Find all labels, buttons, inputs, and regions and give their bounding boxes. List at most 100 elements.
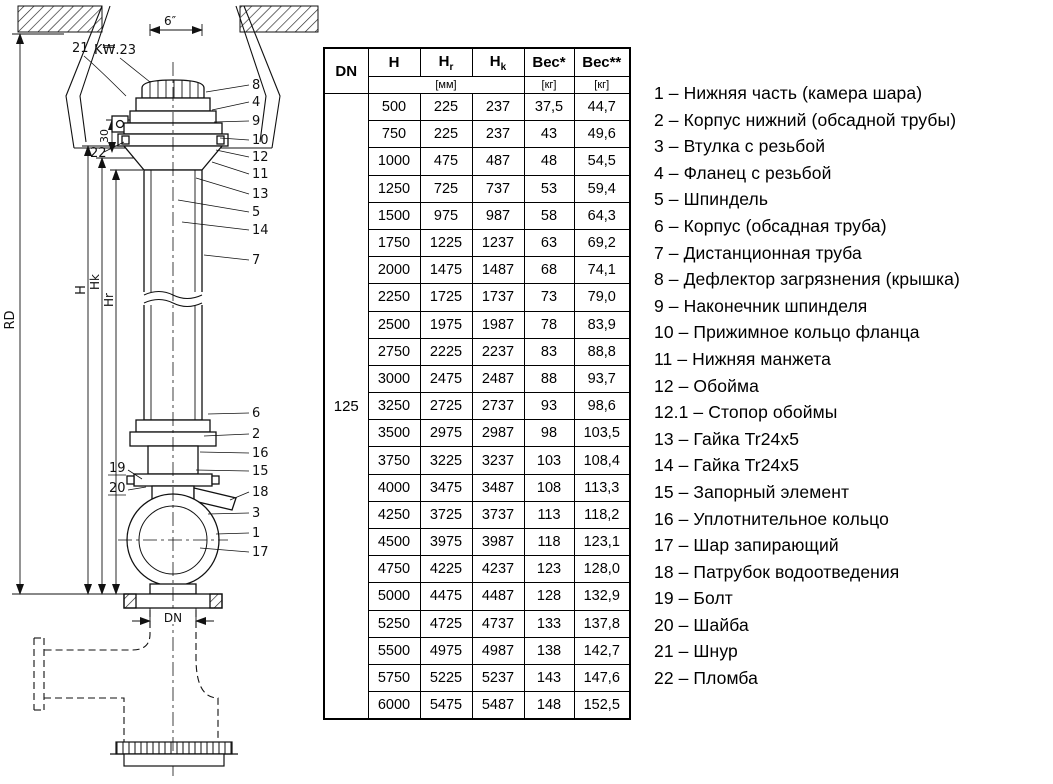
table-cell: 5237 <box>471 663 525 693</box>
callout-11: 11 <box>252 167 269 182</box>
table-cell: 2737 <box>471 392 525 421</box>
table-cell: 4225 <box>419 555 473 584</box>
table-cell: 975 <box>419 201 473 230</box>
callout-3: 3 <box>252 506 260 521</box>
table-cell: 123,1 <box>573 527 631 557</box>
table-cell: 2225 <box>419 337 473 366</box>
table-cell: 4000 <box>367 473 421 502</box>
table-cell: 4487 <box>471 582 525 611</box>
table-cell: 133 <box>523 609 575 638</box>
legend-item: 3 – Втулка с резьбой <box>654 136 826 157</box>
table-cell: 103 <box>523 446 575 475</box>
hydrant-technical-drawing: 6″ RD H Hk Hr 30 <box>3 5 319 780</box>
legend-item: 10 – Прижимное кольцо фланца <box>654 322 920 343</box>
table-cell: 48 <box>523 147 575 176</box>
table-cell: 5000 <box>367 582 421 611</box>
dim-label-dn: DN <box>164 611 182 625</box>
table-cell: 83 <box>523 337 575 366</box>
table-cell: 3225 <box>419 446 473 475</box>
column-header: Вес* <box>523 47 575 77</box>
table-cell: 98 <box>523 419 575 448</box>
elbow-base-flange <box>110 741 238 767</box>
table-cell: 59,4 <box>573 174 631 203</box>
table-cell: 500 <box>367 92 421 122</box>
table-cell: 1475 <box>419 256 473 285</box>
table-cell: 63 <box>523 228 575 258</box>
table-cell: 53 <box>523 174 575 203</box>
callout-12: 12 <box>252 150 269 165</box>
table-cell: 1225 <box>419 228 473 258</box>
table-cell: 750 <box>367 120 421 149</box>
dim-label-hr: Hr <box>102 293 116 307</box>
legend-item: 17 – Шар запирающий <box>654 535 839 556</box>
table-cell: 1487 <box>471 256 525 285</box>
table-cell: 6000 <box>367 691 421 720</box>
callout-17: 17 <box>252 545 269 560</box>
table-cell: 4237 <box>471 555 525 584</box>
callout-14: 14 <box>252 223 269 238</box>
table-cell: 93 <box>523 392 575 421</box>
underground-elbow <box>33 610 219 742</box>
table-cell: 1737 <box>471 283 525 312</box>
table-cell: 113 <box>523 500 575 530</box>
unit-cell: [кг] <box>573 76 631 94</box>
dim-label-30: 30 <box>98 129 111 143</box>
legend-item: 20 – Шайба <box>654 614 749 635</box>
table-cell: 3250 <box>367 392 421 421</box>
table-cell: 73 <box>523 283 575 312</box>
dim-label-h: H <box>74 285 89 295</box>
table-cell: 2500 <box>367 310 421 339</box>
table-cell: 79,0 <box>573 283 631 312</box>
table-cell: 138 <box>523 636 575 665</box>
legend-item: 12.1 – Стопор обоймы <box>654 402 838 423</box>
table-cell: 2475 <box>419 364 473 394</box>
table-cell: 4737 <box>471 609 525 638</box>
table-cell: 43 <box>523 120 575 149</box>
table-cell: 68 <box>523 256 575 285</box>
legend-item: 4 – Фланец с резьбой <box>654 162 832 183</box>
table-cell: 1000 <box>367 147 421 176</box>
table-cell: 118,2 <box>573 500 631 530</box>
centerlines <box>118 62 228 780</box>
table-cell: 37,5 <box>523 92 575 122</box>
table-cell: 1237 <box>471 228 525 258</box>
legend-item: 1 – Нижняя часть (камера шара) <box>654 83 923 103</box>
table-cell: 487 <box>471 147 525 176</box>
legend-item: 18 – Патрубок водоотведения <box>654 561 900 582</box>
table-cell: 93,7 <box>573 364 631 394</box>
table-cell: 5750 <box>367 663 421 693</box>
table-cell: 88,8 <box>573 337 631 366</box>
table-cell: 1500 <box>367 201 421 230</box>
table-cell: 225 <box>419 92 473 122</box>
callout-kw23: K₩.23 <box>94 43 136 58</box>
unit-cell: [мм] <box>367 76 525 94</box>
table-cell: 475 <box>419 147 473 176</box>
legend-item: 7 – Дистанционная труба <box>654 242 862 263</box>
table-cell: 3475 <box>419 473 473 502</box>
table-cell: 225 <box>419 120 473 149</box>
table-cell: 152,5 <box>573 691 631 720</box>
table-cell: 2250 <box>367 283 421 312</box>
table-cell: 4975 <box>419 636 473 665</box>
table-cell: 2237 <box>471 337 525 366</box>
table-cell: 5250 <box>367 609 421 638</box>
table-cell: 2987 <box>471 419 525 448</box>
table-cell: 113,3 <box>573 473 631 502</box>
table-cell: 2725 <box>419 392 473 421</box>
hydrant-body <box>111 79 237 609</box>
table-cell: 1987 <box>471 310 525 339</box>
callout-1: 1 <box>252 526 260 541</box>
table-cell: 128 <box>523 582 575 611</box>
callout-20: 20 <box>109 481 126 496</box>
table-cell: 54,5 <box>573 147 631 176</box>
